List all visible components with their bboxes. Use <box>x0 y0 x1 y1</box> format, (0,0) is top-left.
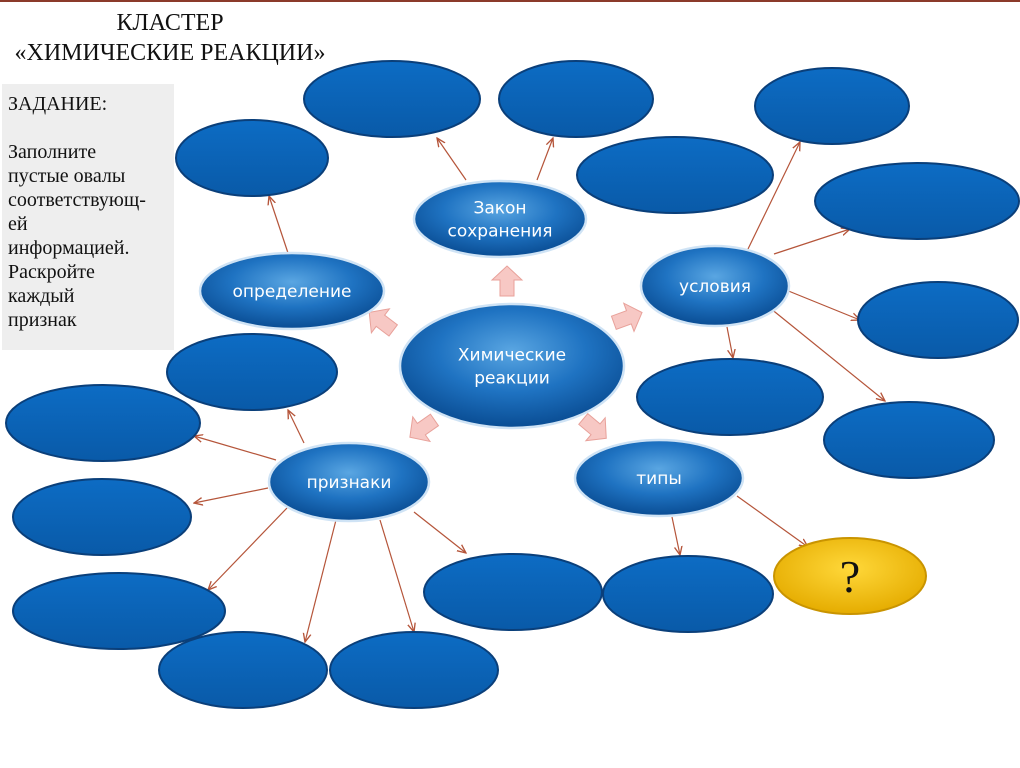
empty-oval-4[interactable] <box>576 136 774 214</box>
task-text: Заполните пустые овалы соответствующ- ей… <box>8 141 146 331</box>
connector-arrow-8 <box>726 326 733 358</box>
empty-oval-6[interactable] <box>814 162 1020 240</box>
node-center-chemical-reactions-label-2: реакции <box>474 369 550 389</box>
empty-oval-7[interactable] <box>857 281 1019 359</box>
node-center-chemical-reactions-shape <box>398 302 626 430</box>
connector-arrow-3 <box>269 196 289 254</box>
connector-arrow-12 <box>208 507 288 590</box>
empty-oval-5[interactable] <box>754 67 910 145</box>
connector-arrow-9 <box>288 410 305 444</box>
connector-arrow-6 <box>785 289 860 320</box>
node-definition-label-1: определение <box>233 282 352 302</box>
empty-oval-11[interactable] <box>5 384 201 462</box>
block-arrow-to-signs <box>409 413 440 443</box>
empty-oval-2[interactable] <box>498 60 654 138</box>
empty-oval-3[interactable] <box>175 119 329 197</box>
empty-oval-1[interactable] <box>303 60 481 138</box>
connector-arrow-16 <box>671 516 680 555</box>
empty-oval-15[interactable] <box>329 631 499 709</box>
block-arrow-layer <box>368 265 643 443</box>
oval-layer: Химические реакции Закон сохранения определе… <box>5 60 1020 709</box>
node-conservation-law-label-2: сохранения <box>448 222 553 242</box>
connector-arrow-7 <box>769 307 885 401</box>
top-rule <box>0 0 1020 2</box>
connector-arrow-1 <box>437 138 467 181</box>
connector-layer <box>194 138 885 642</box>
node-signs: признаки <box>267 441 431 523</box>
empty-oval-14[interactable] <box>158 631 328 709</box>
task-heading: ЗАДАНИЕ: <box>8 93 108 115</box>
block-arrow-to-law <box>490 265 524 297</box>
empty-oval-17[interactable] <box>602 555 774 633</box>
connector-arrow-13 <box>305 519 337 642</box>
page-title: КЛАСТЕР «ХИМИЧЕСКИЕ РЕАКЦИИ» <box>0 8 340 68</box>
node-types: типы <box>573 438 745 518</box>
node-conditions: условия <box>639 244 791 328</box>
block-arrow-to-types <box>578 412 607 442</box>
node-question[interactable]: ? <box>773 537 927 615</box>
node-conservation-law-shape <box>412 179 588 259</box>
empty-oval-13[interactable] <box>12 572 226 650</box>
question-mark-label: ? <box>840 551 860 602</box>
title-line-2: «ХИМИЧЕСКИЕ РЕАКЦИИ» <box>14 40 326 66</box>
node-question-shape <box>773 537 927 615</box>
node-conditions-label-1: условия <box>679 277 751 297</box>
connector-arrow-4 <box>747 142 800 250</box>
node-conservation-law-label-1: Закон <box>473 199 526 219</box>
empty-oval-8[interactable] <box>166 333 338 411</box>
empty-oval-10[interactable] <box>823 401 995 479</box>
empty-oval-16[interactable] <box>423 553 603 631</box>
title-line-1: КЛАСТЕР <box>116 10 224 36</box>
connector-arrow-10 <box>194 436 277 461</box>
node-center-chemical-reactions-label-1: Химические <box>458 346 566 366</box>
node-definition-shape <box>198 251 386 331</box>
connector-arrow-5 <box>773 229 850 255</box>
empty-oval-12[interactable] <box>12 478 192 556</box>
block-arrow-to-definition <box>368 308 399 337</box>
node-signs-shape <box>267 441 431 523</box>
node-types-shape <box>573 438 745 518</box>
node-conditions-shape <box>639 244 791 328</box>
node-center-chemical-reactions: Химические реакции <box>398 302 626 430</box>
empty-oval-9[interactable] <box>636 358 824 436</box>
task-box: ЗАДАНИЕ: Заполните пустые овалы соответс… <box>2 84 174 350</box>
connector-arrow-11 <box>194 487 269 503</box>
node-conservation-law: Закон сохранения <box>412 179 588 259</box>
block-arrow-to-conditions <box>610 302 643 333</box>
connector-arrow-17 <box>736 495 808 547</box>
connector-arrow-14 <box>379 519 414 632</box>
connector-arrow-15 <box>413 511 466 553</box>
node-signs-label-1: признаки <box>307 473 392 493</box>
node-types-label-1: типы <box>636 469 682 489</box>
connector-arrow-2 <box>536 138 553 181</box>
node-definition: определение <box>198 251 386 331</box>
